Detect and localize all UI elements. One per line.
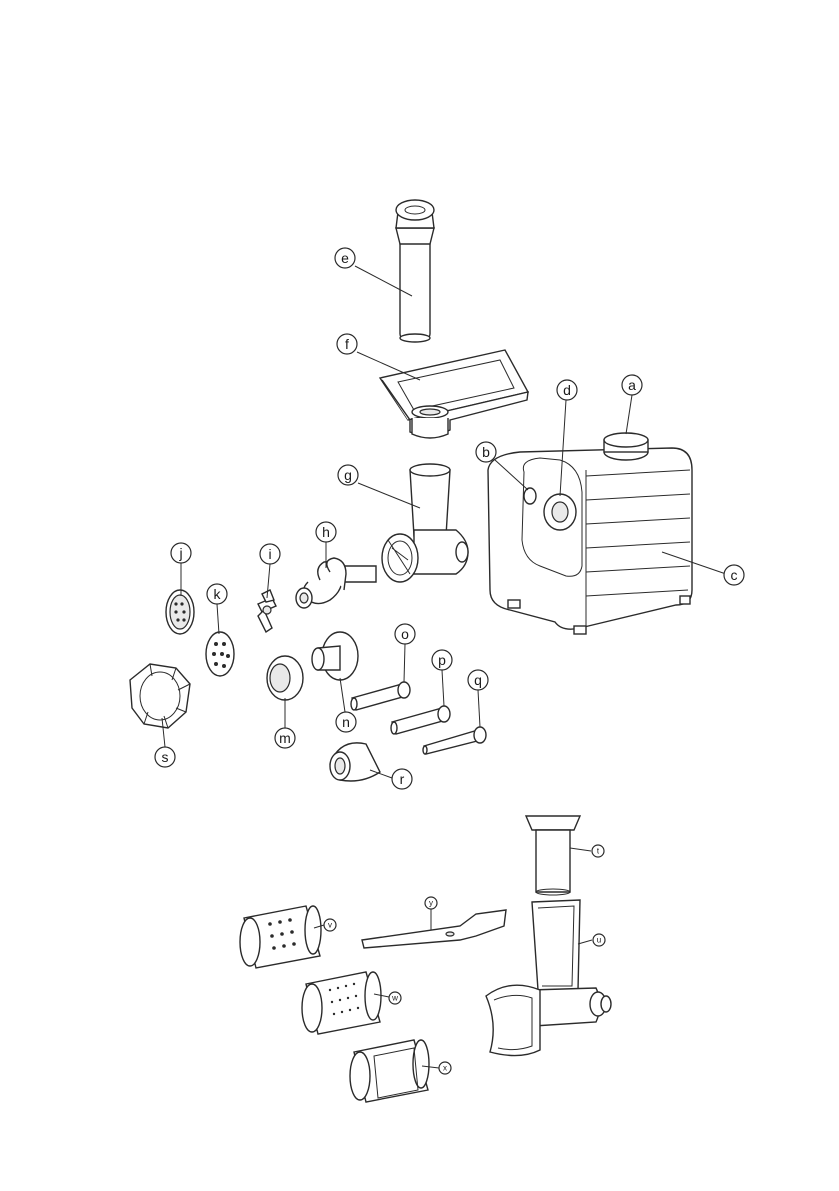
plate-k	[206, 632, 234, 676]
kibbe-r	[330, 743, 380, 781]
callout-t: t	[592, 845, 604, 857]
callout-m: m	[275, 728, 295, 748]
callout-p: p	[432, 650, 452, 670]
callout-e: e	[335, 248, 355, 268]
callout-h: h	[316, 522, 336, 542]
callout-label-w: w	[391, 994, 398, 1003]
callout-label-v: v	[328, 921, 332, 930]
callout-label-b: b	[482, 444, 490, 460]
callout-label-k: k	[214, 586, 222, 602]
callout-i: i	[260, 544, 280, 564]
drum-w	[302, 972, 381, 1034]
grinder-head-g	[382, 464, 468, 582]
tube-o	[351, 682, 410, 710]
callout-d: d	[557, 380, 577, 400]
sausage-base-n	[312, 632, 358, 680]
callout-label-c: c	[731, 567, 738, 583]
callout-label-n: n	[342, 714, 350, 730]
callout-g: g	[338, 465, 358, 485]
motor-housing	[488, 433, 692, 634]
callout-label-i: i	[268, 546, 271, 562]
drum-x	[350, 1040, 429, 1102]
callout-k: k	[207, 584, 227, 604]
tray-f	[380, 350, 528, 438]
callout-s: s	[155, 747, 175, 767]
callout-label-o: o	[401, 626, 409, 642]
tube-p	[391, 706, 450, 734]
callout-r: r	[392, 769, 412, 789]
auger-h	[296, 558, 376, 608]
callout-label-d: d	[563, 382, 571, 398]
callout-label-p: p	[438, 652, 446, 668]
callout-label-x: x	[443, 1064, 447, 1073]
callout-f: f	[337, 334, 357, 354]
callout-label-g: g	[344, 467, 352, 483]
callout-b: b	[476, 442, 496, 462]
plate-j	[166, 590, 194, 634]
callout-w: w	[389, 992, 401, 1004]
callout-label-f: f	[345, 336, 349, 352]
callout-q: q	[468, 670, 488, 690]
callout-u: u	[593, 934, 605, 946]
callout-label-u: u	[597, 936, 601, 945]
callout-label-m: m	[279, 730, 291, 746]
callout-a: a	[622, 375, 642, 395]
callout-c: c	[724, 565, 744, 585]
spacer-m	[267, 656, 303, 700]
pusher-e	[396, 200, 434, 342]
callout-label-y: y	[429, 899, 433, 908]
drum-v	[240, 906, 321, 968]
callout-label-r: r	[400, 771, 405, 787]
callout-n: n	[336, 712, 356, 732]
callout-j: j	[171, 543, 191, 563]
ring-nut-s	[130, 664, 190, 728]
callout-o: o	[395, 624, 415, 644]
callout-label-q: q	[474, 672, 482, 688]
callout-v: v	[324, 919, 336, 931]
tube-q	[423, 727, 486, 754]
callout-x: x	[439, 1062, 451, 1074]
callout-label-h: h	[322, 524, 330, 540]
callout-y: y	[425, 897, 437, 909]
slicer-tool-y	[362, 910, 506, 948]
callout-label-e: e	[341, 250, 349, 266]
slicer-pusher-t	[526, 816, 580, 895]
callout-label-j: j	[178, 545, 182, 561]
callout-label-a: a	[628, 377, 636, 393]
callout-label-s: s	[162, 749, 169, 765]
